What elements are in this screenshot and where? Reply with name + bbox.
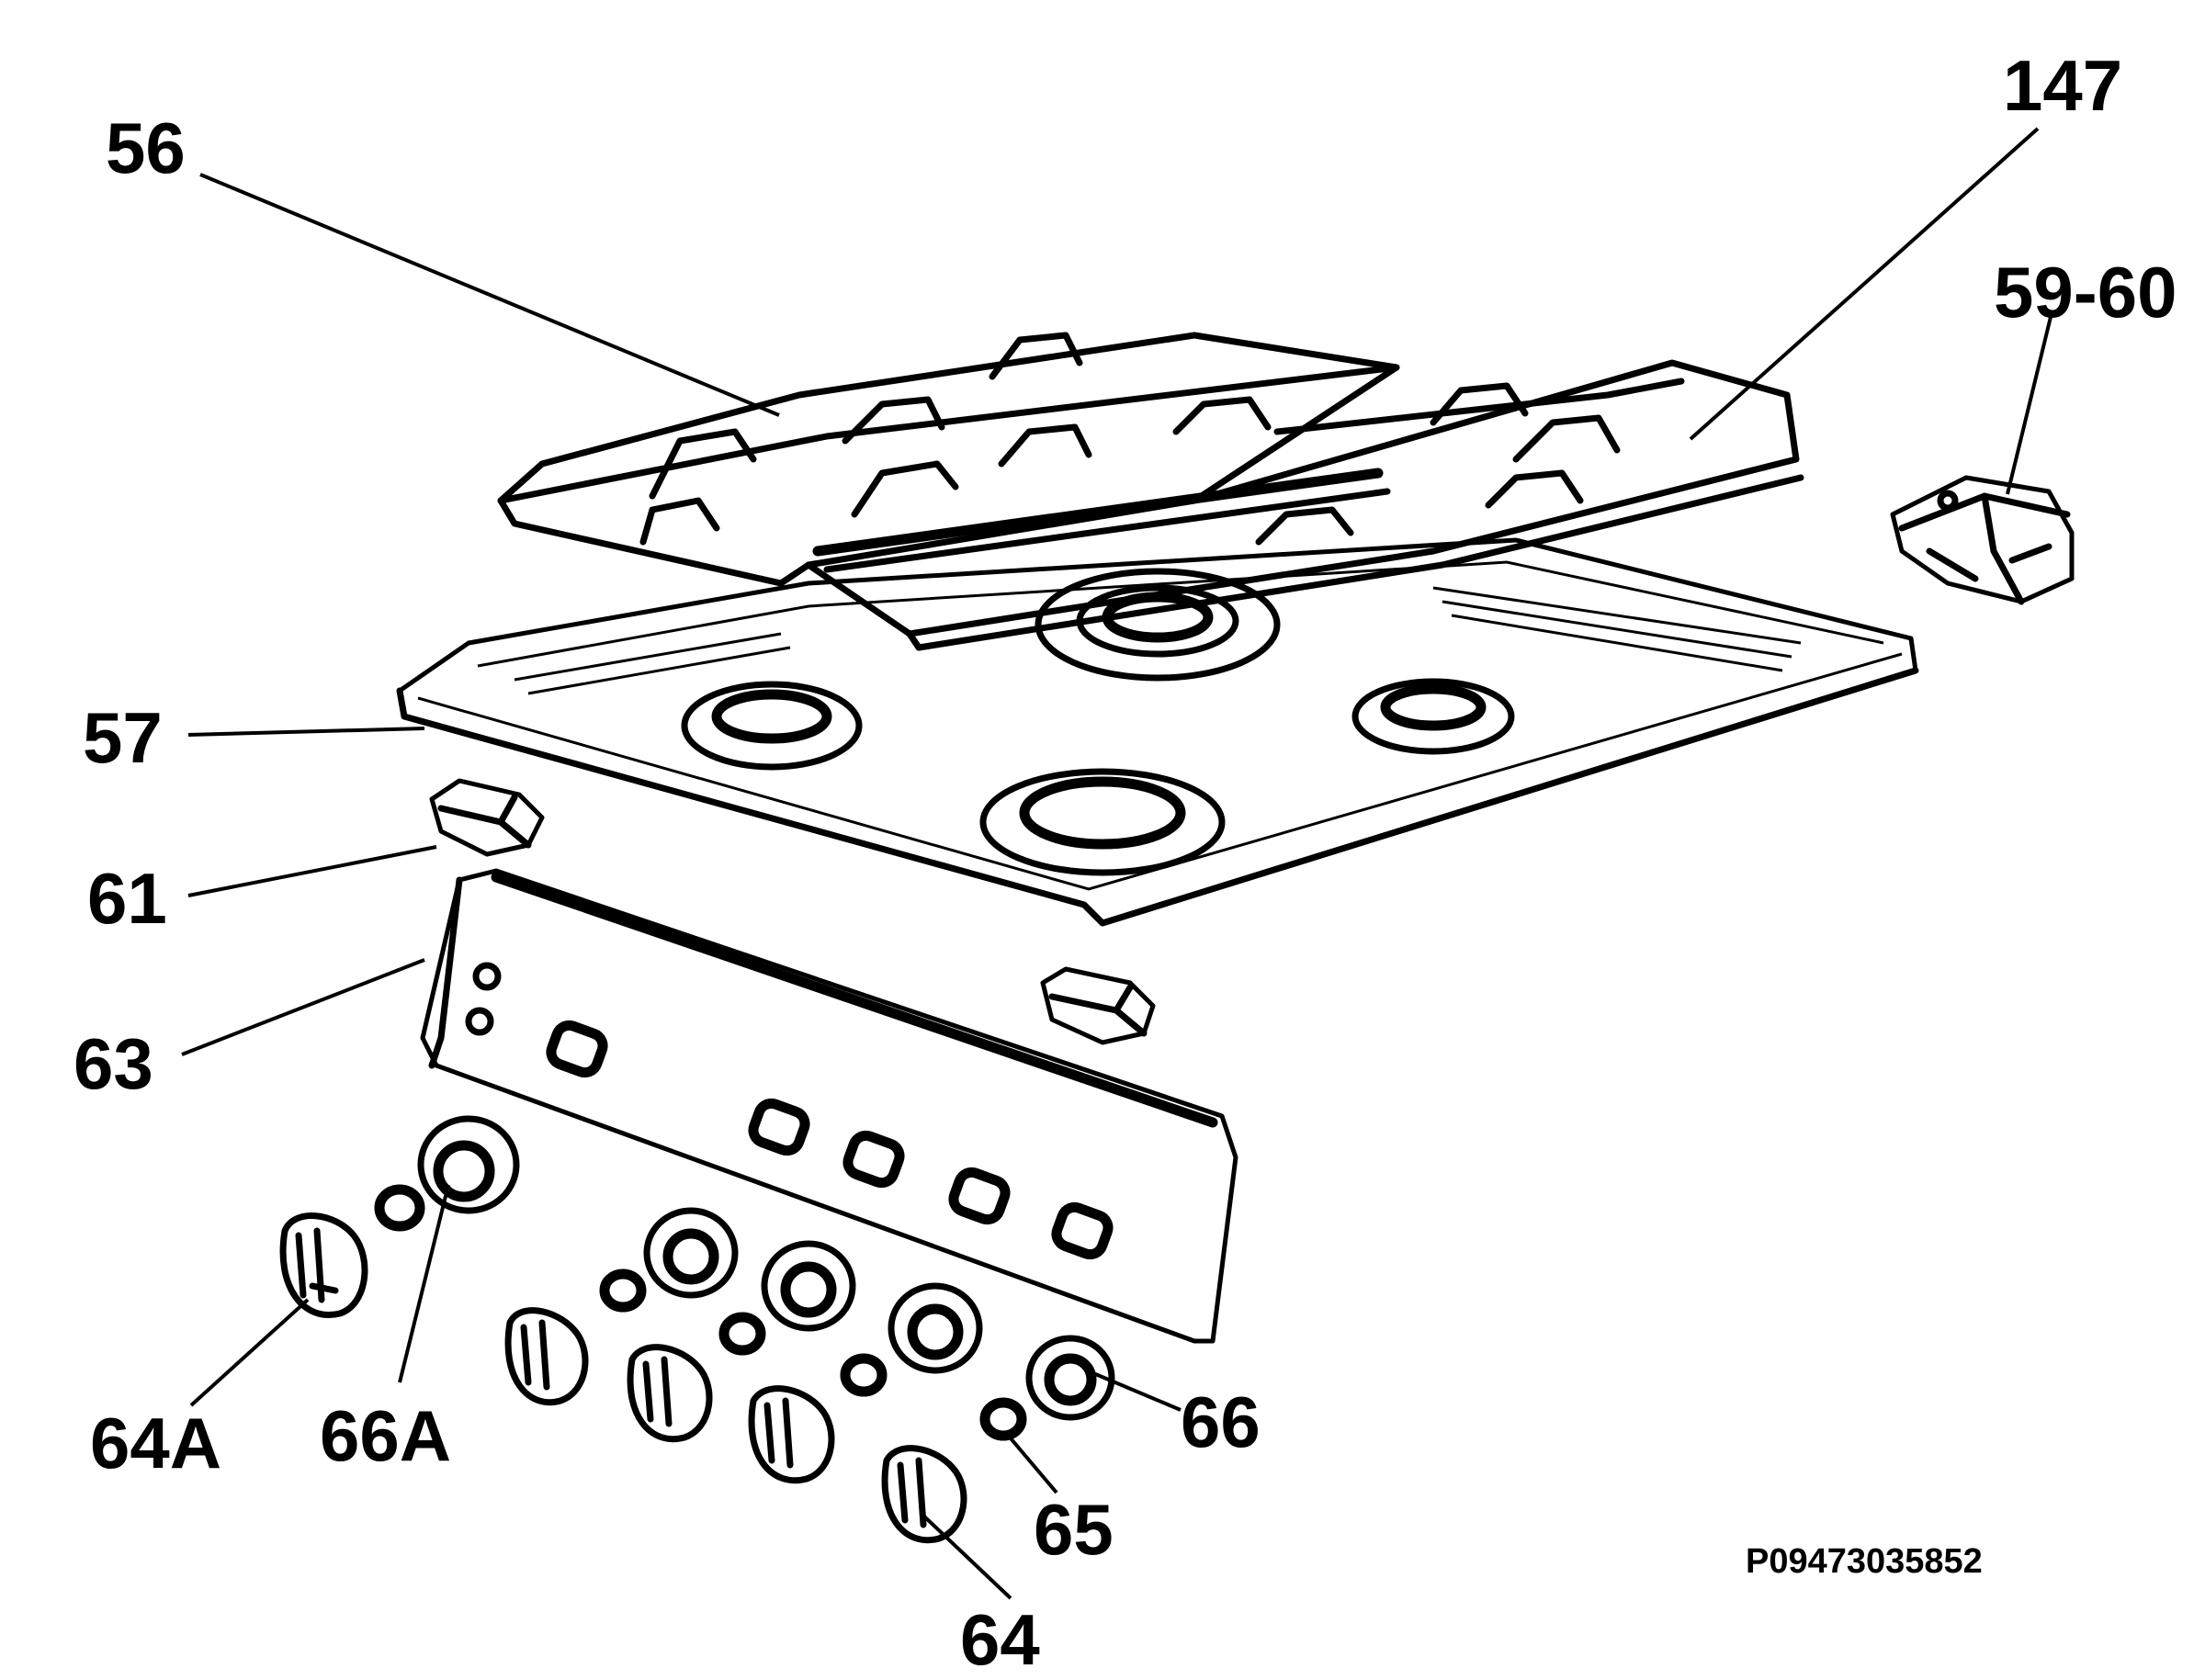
bezel-3 [888,1282,983,1374]
leader-lines [181,127,2052,1600]
knob-64 [881,1445,967,1544]
callout-64: 64 [960,1599,1040,1680]
callout-65: 65 [1034,1489,1114,1570]
knob-2 [627,1344,713,1443]
bezel-66 [1025,1335,1115,1421]
reference-code: P09473035852 [1746,1542,1983,1581]
knob-64A [279,1212,368,1318]
callout-147: 147 [2003,45,2122,126]
bezel-2 [761,1240,856,1332]
knob-3 [748,1385,835,1484]
springs-drawing [374,1184,1027,1441]
knob-1 [504,1307,589,1406]
callout-64A: 64A [90,1403,221,1483]
callout-66: 66 [1181,1381,1261,1462]
bezel-1 [643,1207,739,1299]
callout-63: 63 [74,1023,153,1104]
control-panel-knob-holes [546,1020,1114,1260]
bezel-66A [417,1115,520,1214]
bezels-drawing [417,1115,1115,1421]
ignition-switch-block-drawing [1890,475,2075,605]
bracket-right-drawing [1040,966,1156,1045]
burner-left [681,681,863,771]
callout-59-60: 59-60 [1994,252,2177,333]
burner-front [979,768,1226,876]
callout-66A: 66A [320,1395,451,1476]
callout-61: 61 [87,858,167,939]
knobs-drawing [279,1212,967,1544]
bracket-left-drawing [429,778,545,857]
control-panel-drawing [420,868,1238,1344]
burner-right [1351,678,1515,755]
callout-57: 57 [83,697,163,778]
callout-56: 56 [106,107,186,188]
pan-support-grid-drawing [497,332,1804,651]
